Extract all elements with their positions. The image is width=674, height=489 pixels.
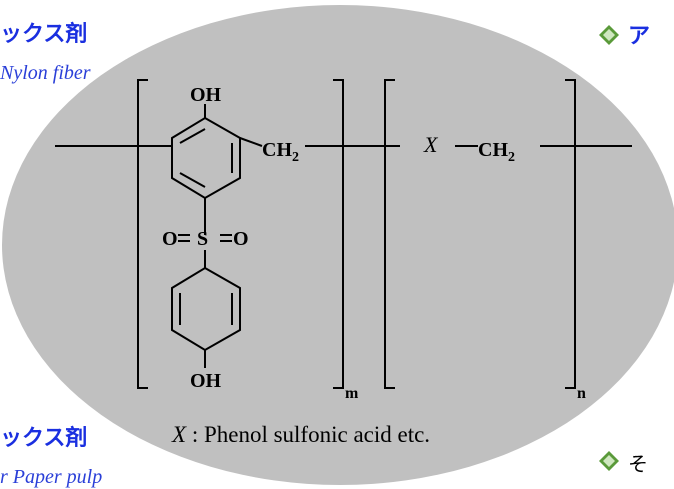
ch2-a-text: CH [262,139,292,161]
background-ellipse [2,5,674,485]
sulfonyl-s-label: S [197,228,208,250]
ch2-b-label: CH2 [478,139,515,165]
bottom-left-subtitle: r Paper pulp [0,466,103,488]
repeat-n-label: n [577,385,586,402]
caption: X : Phenol sulfonic acid etc. [172,422,430,448]
sulfonyl-bonds [178,234,232,268]
bottom-left-heading: ックス剤 [0,426,88,451]
upper-benzene-ring [171,104,263,235]
top-left-subtitle: Nylon fiber [0,62,91,84]
bracket-m [137,79,344,389]
ch2-b-text: CH [478,139,508,161]
sulfonyl-o-left-label: O [162,228,178,250]
repeat-m-label: m [345,385,359,402]
x-label: X [423,132,439,157]
bullet-gem-icon-bottom [599,451,619,471]
top-right-heading: ア [628,24,651,49]
lower-benzene-ring [171,266,241,368]
ch2-a-subscript: 2 [292,150,299,165]
bracket-n [384,79,576,389]
bottom-right-text: そ [628,452,648,476]
bullet-gem-icon-top [599,25,619,45]
caption-variable: X [172,422,187,447]
ch2-b-subscript: 2 [508,150,515,165]
ch2-a-label: CH2 [262,139,299,165]
top-left-heading: ックス剤 [0,22,88,47]
sulfonyl-o-right-label: O [233,228,249,250]
oh-bottom-label: OH [190,370,222,392]
oh-top-label: OH [190,84,222,106]
caption-text: : Phenol sulfonic acid etc. [186,422,431,447]
